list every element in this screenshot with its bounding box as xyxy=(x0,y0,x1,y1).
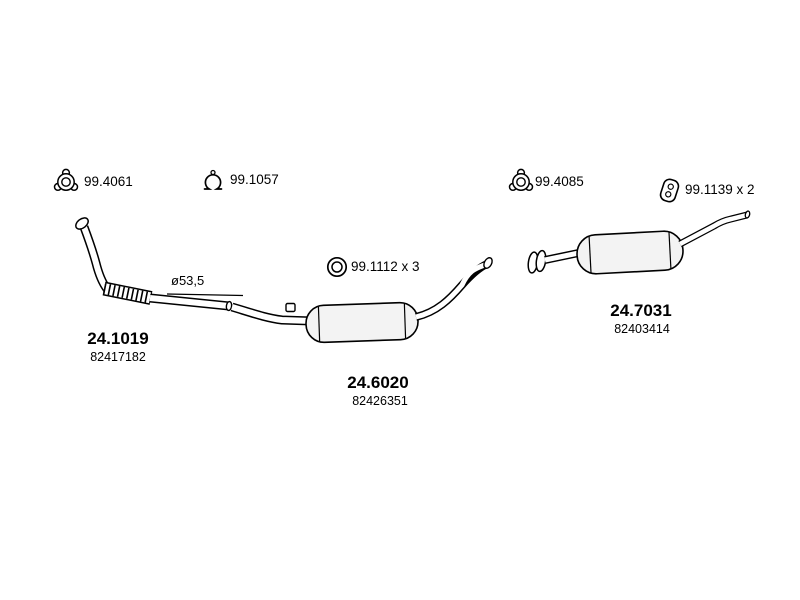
part-code-rear-muffler: 24.7031 xyxy=(610,301,672,320)
rubber-hanger-icon xyxy=(659,178,680,203)
pipe-diameter-label: ø53,5 xyxy=(171,273,205,288)
ring-gasket-icon xyxy=(326,256,348,278)
part-code-centre-muffler: 24.6020 xyxy=(347,373,409,392)
clamp-icon xyxy=(203,169,223,190)
three-lobe-gasket-icon xyxy=(53,168,79,192)
rear-muffler-drawing xyxy=(527,210,751,275)
part-ref-rear-muffler: 82403414 xyxy=(614,322,670,336)
accessory-label-99-1057: 99.1057 xyxy=(230,172,279,187)
front-pipe-drawing xyxy=(75,217,244,312)
accessory-label-99-1112: 99.1112 x 3 xyxy=(351,259,420,274)
centre-muffler-drawing xyxy=(230,257,493,344)
dimension-leader-line xyxy=(166,293,244,297)
part-code-front-pipe: 24.1019 xyxy=(87,329,149,348)
part-ref-front-pipe: 82417182 xyxy=(90,350,146,364)
bracket xyxy=(285,302,296,313)
accessory-label-99-4061: 99.4061 xyxy=(84,174,133,189)
three-lobe-gasket-icon xyxy=(508,168,534,192)
part-ref-centre-muffler: 82426351 xyxy=(352,394,408,408)
accessory-label-99-4085: 99.4085 xyxy=(535,174,584,189)
accessory-label-99-1139: 99.1139 x 2 xyxy=(685,182,755,197)
